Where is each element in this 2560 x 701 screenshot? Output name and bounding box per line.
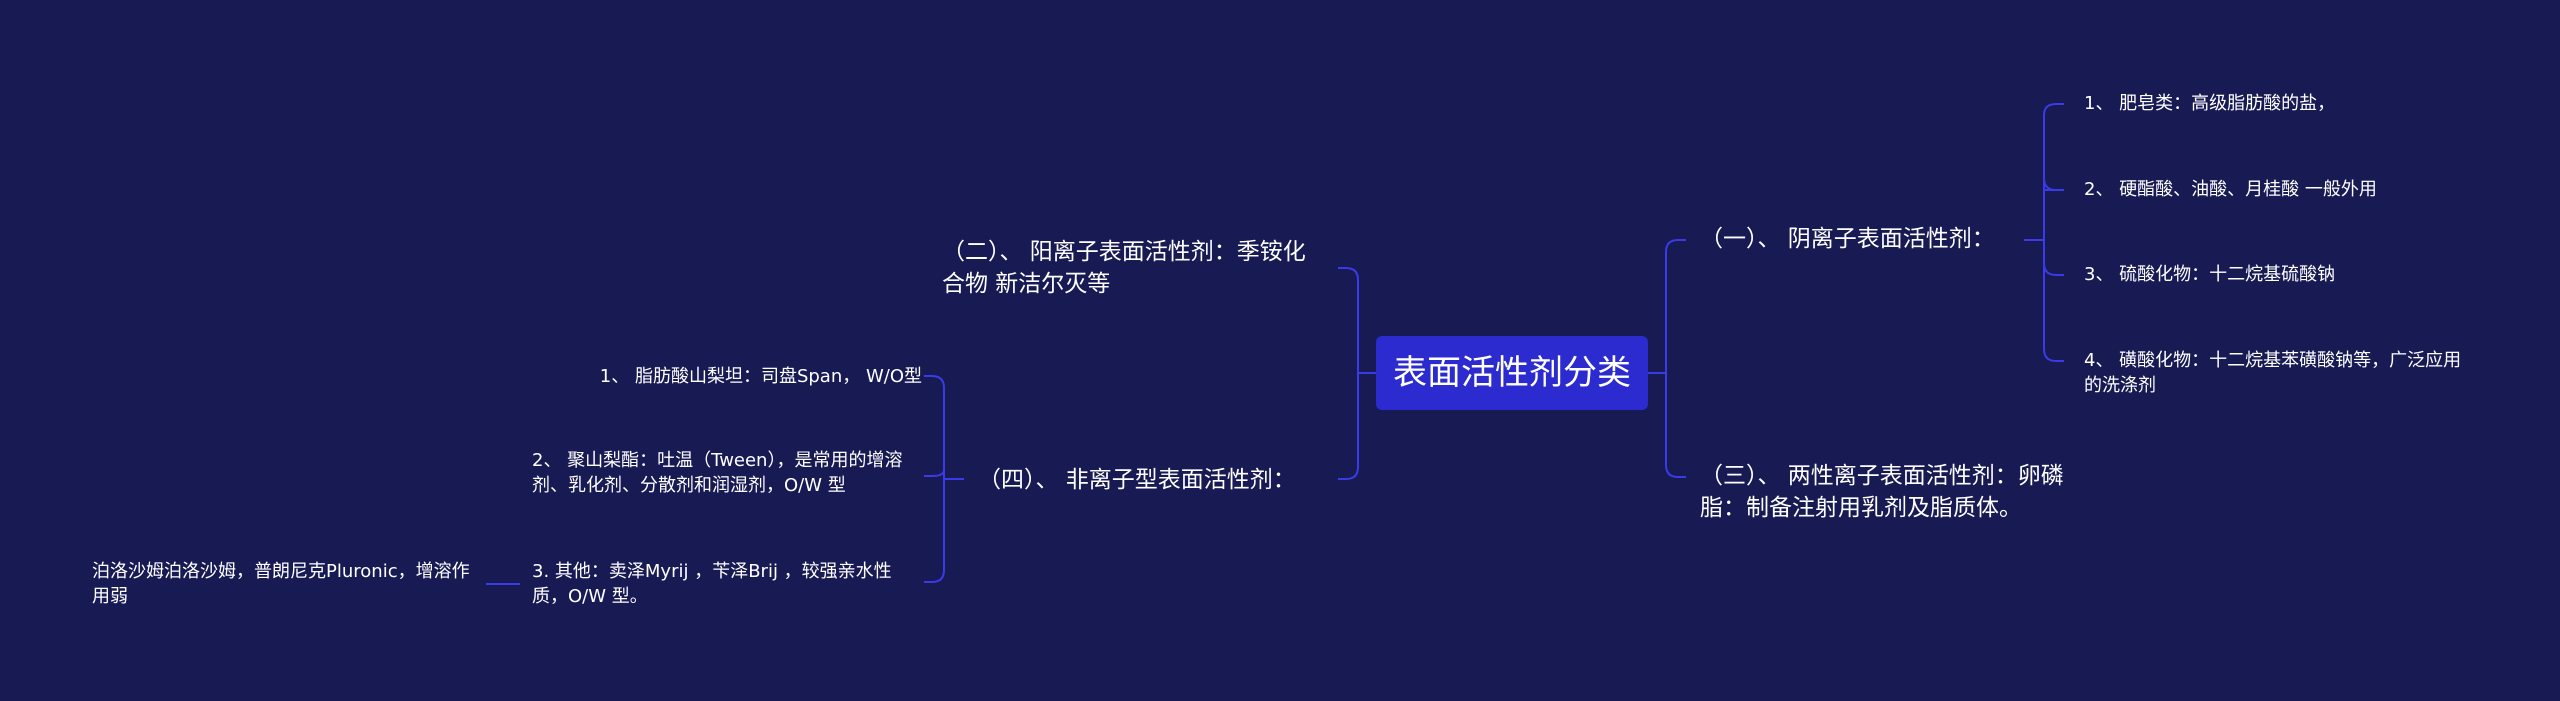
nonionic-item-3-detail[interactable]: 泊洛沙姆泊洛沙姆，普朗尼克Pluronic，增溶作用弱 — [92, 561, 470, 607]
anionic-node[interactable]: （一）、 阴离子表面活性剂： — [1700, 226, 1995, 252]
zwitterionic-node[interactable]: （三）、 两性离子表面活性剂：卵磷脂：制备注射用乳剂及脂质体。 — [1700, 463, 2064, 521]
anionic-item-2[interactable]: 2、 硬酯酸、油酸、月桂酸 一般外用 — [2084, 179, 2377, 200]
anionic-item-3[interactable]: 3、 硫酸化物：十二烷基硫酸钠 — [2084, 264, 2336, 285]
nonionic-item-1[interactable]: 1、 脂肪酸山梨坦：司盘Span， W/O型 — [599, 366, 922, 387]
nonionic-item-3[interactable]: 3. 其他：卖泽Myrij ，苄泽Brij ，较强亲水性质，O/W 型。 — [532, 561, 892, 607]
nonionic-node[interactable]: （四）、 非离子型表面活性剂： — [978, 467, 1296, 493]
anionic-item-4[interactable]: 4、 磺酸化物：十二烷基苯磺酸钠等，广泛应用的洗涤剂 — [2084, 350, 2462, 396]
cationic-node[interactable]: （二）、 阳离子表面活性剂：季铵化合物 新洁尔灭等 — [942, 239, 1306, 297]
root-node[interactable]: 表面活性剂分类 — [1376, 336, 1648, 410]
anionic-item-1[interactable]: 1、 肥皂类：高级脂肪酸的盐， — [2084, 93, 2336, 114]
nonionic-item-2[interactable]: 2、 聚山梨酯：吐温（Tween），是常用的增溶剂、乳化剂、分散剂和润湿剂，O/… — [532, 450, 903, 496]
